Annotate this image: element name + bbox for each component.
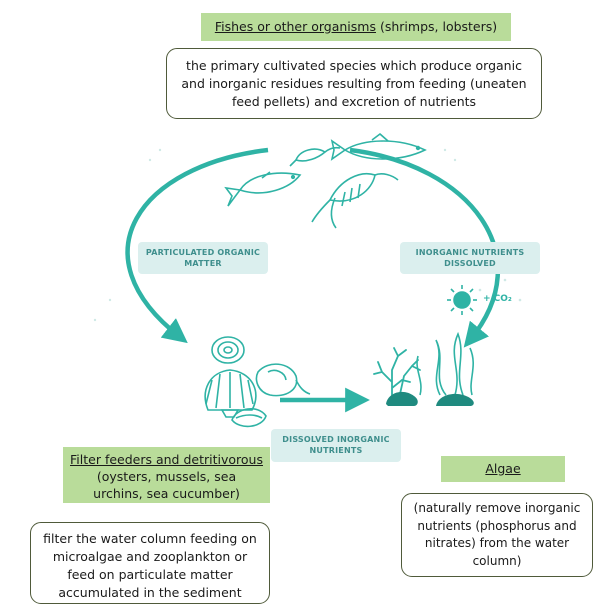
filter-description-box: filter the water column feeding on micro… [30, 522, 270, 604]
lobster-icon [311, 173, 399, 229]
fish-description-box: the primary cultivated species which pro… [166, 48, 542, 119]
fish-icon [330, 132, 427, 161]
algae-title: Algae [485, 461, 521, 476]
shrimp-icon [289, 146, 341, 167]
sun-icon [447, 285, 477, 315]
co2-label: + CO₂ [483, 294, 512, 304]
fish-title: Fishes or other organisms [214, 19, 376, 34]
algae-description-box: (naturally remove inorganic nutrients (p… [401, 493, 593, 577]
algae-description: (naturally remove inorganic nutrients (p… [413, 501, 581, 568]
particulated-organic-label: PARTICULATED ORGANIC MATTER [138, 242, 268, 274]
filter-subtitle: (oysters, mussels, sea urchins, sea cucu… [93, 469, 240, 501]
fish-title-tag: Fishes or other organisms (shrimps, lobs… [201, 13, 511, 41]
algae-title-tag: Algae [441, 456, 565, 482]
coral-icon [373, 347, 421, 396]
fish-description: the primary cultivated species which pro… [181, 58, 527, 109]
filter-title-tag: Filter feeders and detritivorous (oyster… [63, 447, 270, 503]
shell-icon [204, 336, 311, 428]
filter-description: filter the water column feeding on micro… [43, 531, 257, 600]
inorganic-dissolved-label: INORGANIC NUTRIENTS DISSOLVED [400, 242, 540, 274]
filter-title: Filter feeders and detritivorous [70, 452, 263, 467]
arrow-left-arc [125, 147, 269, 344]
rock-icon [386, 391, 474, 406]
arrow-right-arc [349, 147, 501, 348]
fish-icon [224, 171, 302, 207]
seaweed-icon [416, 331, 474, 396]
fish-title-rest: (shrimps, lobsters) [376, 19, 498, 34]
dissolved-inorganic-label: DISSOLVED INORGANIC NUTRIENTS [271, 429, 401, 462]
